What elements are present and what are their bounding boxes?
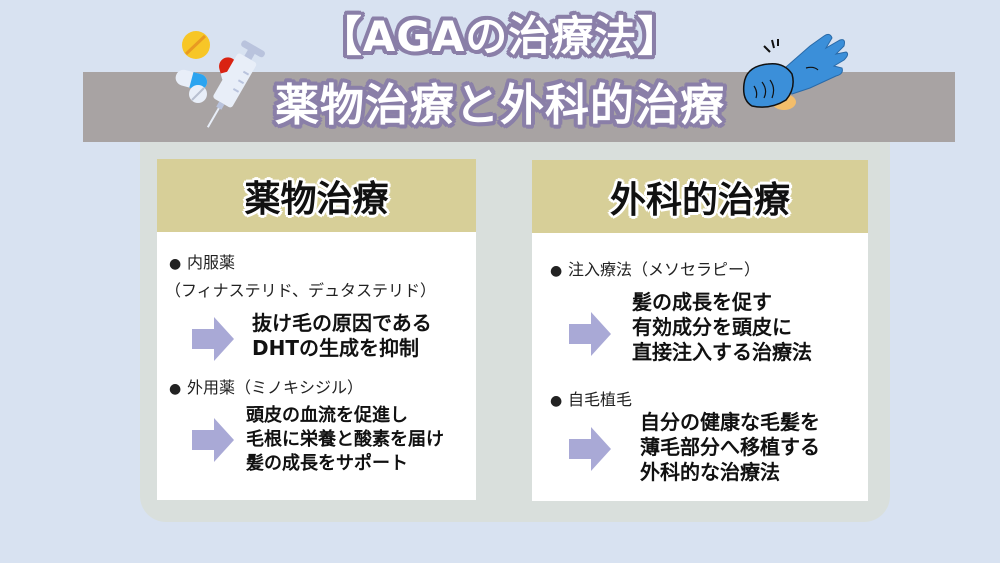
bullet-label: 自毛植毛 xyxy=(568,390,633,409)
bullet-label: 外用薬（ミノキシジル） xyxy=(187,378,364,397)
description-line: 外科的な治療法 xyxy=(640,460,780,484)
arrow-right-icon xyxy=(569,427,611,471)
description-line: 自分の健康な毛髪を xyxy=(640,410,820,434)
description-line: 髪の成長を促す xyxy=(632,290,772,314)
description-line: DHTの生成を抑制 xyxy=(252,336,419,360)
glove-icon xyxy=(742,33,849,110)
arrow-right-icon xyxy=(569,312,611,356)
card-title: 薬物治療 xyxy=(157,159,476,232)
description-line: 毛根に栄養と酸素を届け xyxy=(246,429,444,450)
card-title: 外科的治療 xyxy=(532,160,868,233)
description-line: 髪の成長をサポート xyxy=(246,453,408,474)
pills-and-syringe-icon xyxy=(175,31,265,128)
bullet-sub-label: （フィナステリド、デュタステリド） xyxy=(165,281,437,300)
card-surgical-therapy: 外科的治療 ● 注入療法（メソセラピー） 髪の成長を促す 有効成分を頭皮に 直接注… xyxy=(532,160,868,501)
description-line: 薄毛部分へ移植する xyxy=(640,435,820,459)
card-drug-therapy: 薬物治療 ● 内服薬 （フィナステリド、デュタステリド） 抜け毛の原因である DH… xyxy=(157,159,476,500)
bullet-dot: ● xyxy=(550,263,563,279)
bullet-label: 注入療法（メソセラピー） xyxy=(568,260,761,279)
description-line: 直接注入する治療法 xyxy=(632,340,812,364)
description-text: 髪の成長を促す 有効成分を頭皮に 直接注入する治療法 xyxy=(632,290,812,365)
bullet-dot: ● xyxy=(550,393,563,409)
bullet-item: ● 内服薬 xyxy=(169,249,235,273)
bullet-label: 内服薬 xyxy=(187,253,236,272)
bullet-item: ● 外用薬（ミノキシジル） xyxy=(169,374,363,398)
description-line: 有効成分を頭皮に xyxy=(632,315,792,339)
description-line: 頭皮の血流を促進し xyxy=(246,405,408,426)
bullet-dot: ● xyxy=(169,256,182,272)
description-line: 抜け毛の原因である xyxy=(252,311,432,335)
arrow-right-icon xyxy=(192,317,234,361)
arrow-right-icon xyxy=(192,418,234,462)
bullet-dot: ● xyxy=(169,381,182,397)
bullet-item: ● 自毛植毛 xyxy=(550,386,632,410)
description-text: 頭皮の血流を促進し 毛根に栄養と酸素を届け 髪の成長をサポート xyxy=(246,404,444,476)
bullet-item: ● 注入療法（メソセラピー） xyxy=(550,256,760,280)
page-title: 【AGAの治療法】 xyxy=(319,12,681,61)
page-subtitle: 薬物治療と外科的治療 xyxy=(275,80,725,131)
description-text: 自分の健康な毛髪を 薄毛部分へ移植する 外科的な治療法 xyxy=(640,410,820,485)
description-text: 抜け毛の原因である DHTの生成を抑制 xyxy=(252,311,432,361)
